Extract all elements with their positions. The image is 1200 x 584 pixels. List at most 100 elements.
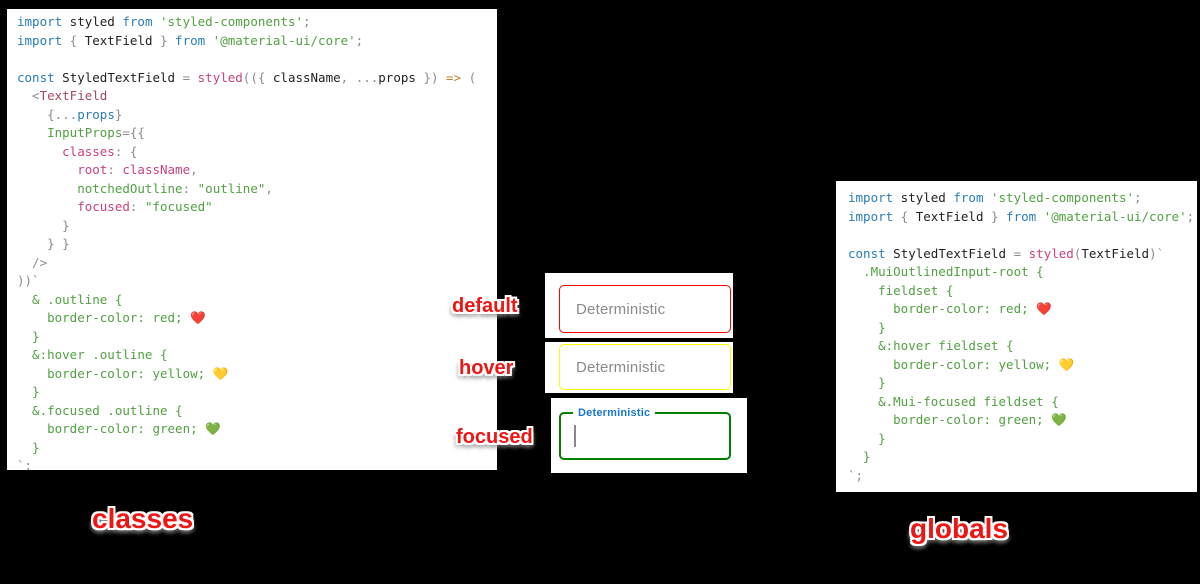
code-token: :: [107, 162, 123, 177]
code-token: ;: [1186, 208, 1195, 224]
code-token: classes: [17, 143, 115, 159]
code-token: :: [182, 180, 198, 196]
code-token: styled: [1028, 245, 1074, 261]
code-token: '@material-ui/core': [1036, 208, 1187, 224]
code-token: border-color: red;: [848, 301, 1037, 316]
textfield-hover-panel: Deterministic: [545, 342, 733, 393]
code-token: ;: [355, 32, 364, 48]
code-token: ,: [265, 180, 273, 196]
code-line: }: [17, 217, 497, 236]
code-token: {: [62, 32, 85, 48]
code-token: =: [182, 69, 198, 85]
code-line: border-color: red; ❤️: [17, 309, 497, 328]
globals-code-block: import styled from 'styled-components';i…: [836, 181, 1197, 492]
code-token: }: [848, 375, 886, 390]
code-line: const StyledTextField = styled(TextField…: [848, 245, 1197, 264]
textfield-focused-panel: Deterministic: [551, 398, 747, 473]
code-token: TextField: [84, 32, 153, 48]
textfield-hover-input[interactable]: Deterministic: [559, 344, 731, 390]
code-token: border-color: yellow;: [848, 356, 1059, 372]
code-token: const: [17, 69, 55, 85]
heart-emoji: ❤️: [190, 310, 206, 325]
code-token: />: [17, 254, 48, 270]
code-token: <: [17, 88, 40, 103]
heart-emoji: 💚: [1051, 412, 1067, 427]
code-token: notchedOutline: [17, 180, 183, 196]
code-token: }: [17, 439, 40, 455]
textfield-focused-label: Deterministic: [573, 406, 656, 420]
code-line: }: [848, 374, 1197, 393]
heart-emoji: 💛: [212, 365, 229, 381]
code-token: }: [983, 208, 1007, 224]
code-token: props: [77, 106, 115, 122]
textfield-default-input[interactable]: Deterministic: [559, 285, 731, 333]
code-token: }: [848, 430, 886, 446]
code-token: props: [378, 69, 416, 85]
code-line: fieldset {: [848, 282, 1197, 301]
code-token: (({: [242, 69, 273, 85]
code-token: fieldset {: [848, 282, 954, 298]
code-token: from: [953, 190, 984, 205]
code-line: const StyledTextField = styled(({ classN…: [17, 69, 497, 88]
code-token: (: [461, 69, 477, 85]
code-token: import: [17, 14, 63, 29]
code-token: }: [152, 32, 176, 48]
code-line: import styled from 'styled-components';: [17, 13, 497, 32]
code-token: className: [272, 69, 341, 85]
code-line: {...props}: [17, 106, 497, 125]
code-token: ;: [303, 14, 311, 29]
code-line: [848, 226, 1197, 245]
text-cursor: [574, 425, 576, 447]
code-token: ))`: [17, 273, 40, 288]
textfield-focused-input[interactable]: Deterministic: [559, 406, 731, 460]
heart-emoji: 💛: [1058, 356, 1075, 372]
code-token: styled: [62, 14, 123, 29]
code-token: styled: [893, 190, 954, 205]
code-token: }: [114, 106, 123, 122]
code-token: import: [17, 32, 63, 48]
code-token: TextField: [1081, 245, 1150, 261]
code-token: from: [1006, 208, 1037, 224]
code-line: &:hover .outline {: [17, 346, 497, 365]
code-line: }: [848, 430, 1197, 449]
code-line: }: [848, 319, 1197, 338]
code-token: }: [17, 328, 40, 344]
code-token: '@material-ui/core': [205, 32, 356, 48]
annotation-classes: classes: [92, 503, 194, 534]
code-token: TextField: [39, 88, 108, 103]
code-token: (: [1073, 245, 1082, 261]
code-token: focused: [17, 199, 130, 214]
code-token: `;: [848, 467, 864, 483]
code-token: border-color: red;: [17, 310, 191, 325]
code-line: }: [17, 439, 497, 458]
code-line: [17, 50, 497, 69]
code-token: border-color: yellow;: [17, 365, 213, 381]
code-line: }: [17, 328, 497, 347]
code-line: &.Mui-focused fieldset {: [848, 393, 1197, 412]
code-line: border-color: red; ❤️: [848, 300, 1197, 319]
code-token: {...: [17, 106, 78, 122]
code-token: =>: [446, 69, 462, 85]
code-line: `;: [848, 467, 1197, 486]
code-token: 'styled-components': [152, 14, 303, 29]
code-token: import: [848, 190, 894, 205]
code-line: }: [848, 448, 1197, 467]
code-token: border-color: green;: [17, 421, 206, 436]
code-line: & .outline {: [17, 291, 497, 310]
code-token: }: [17, 384, 40, 399]
code-line: import { TextField } from '@material-ui/…: [848, 208, 1197, 227]
code-token: border-color: green;: [848, 412, 1052, 427]
code-line: border-color: green; 💚: [17, 420, 497, 439]
annotation-default: default: [452, 295, 518, 317]
code-line: }: [17, 383, 497, 402]
code-token: =: [1013, 245, 1029, 261]
textfield-hover-label: Deterministic: [576, 358, 666, 376]
code-line: ))`: [17, 272, 497, 291]
code-token: }: [848, 319, 886, 335]
code-line: />: [17, 254, 497, 273]
code-line: InputProps={{: [17, 124, 497, 143]
code-token: const: [848, 245, 886, 261]
code-line: focused: "focused": [17, 198, 497, 217]
code-token: ,: [190, 162, 198, 177]
code-line: } }: [17, 235, 497, 254]
